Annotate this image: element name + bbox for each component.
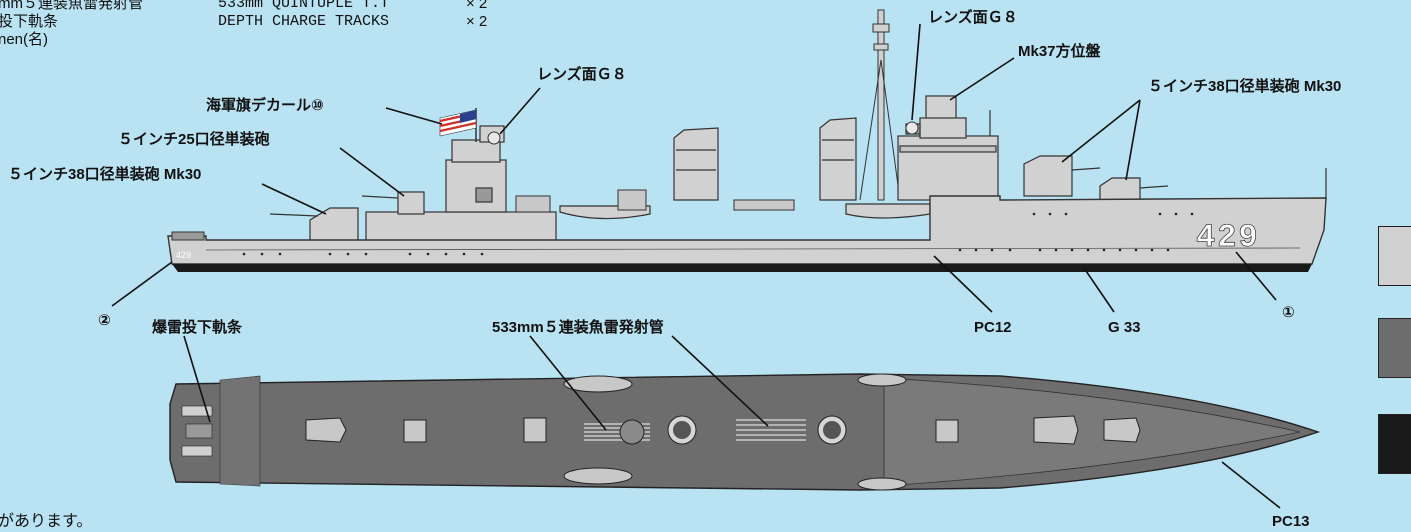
hull-number: 429: [1196, 219, 1260, 256]
us-flag-icon: [439, 108, 477, 142]
label-torpedo: 533mm５連装魚雷発射管: [492, 319, 664, 336]
torpedo-tubes-fwd: [736, 419, 806, 441]
stern-rack: [171, 231, 205, 241]
gun-aft-25cal: [361, 191, 425, 215]
lens-g8-aft: [487, 131, 501, 145]
label-flag-decal: 海軍旗デカール⑩: [206, 97, 324, 114]
gun-top-4: [1033, 415, 1079, 445]
label-depth-charge: 爆雷投下軌条: [152, 319, 243, 336]
label-gun38-right: ５インチ38口径単装砲 Mk30: [1148, 78, 1342, 95]
label-gun25: ５インチ25口径単装砲: [118, 131, 270, 148]
boat-bottom-right: [857, 477, 907, 491]
gun-top-2: [403, 419, 427, 443]
side-profile: [167, 9, 1327, 272]
gun-aft-mk30: [269, 207, 359, 243]
label-callout-2: ②: [98, 312, 111, 329]
swatch-light-gray: [1378, 226, 1411, 286]
spec-depth-charge-name: DEPTH CHARGE TRACKS: [218, 13, 390, 30]
swatch-black: [1378, 414, 1411, 474]
torpedo-mount-fwd: [733, 199, 795, 211]
label-mk37: Mk37方位盤: [1018, 43, 1101, 60]
portholes: [242, 212, 1194, 256]
boot-topping: [172, 264, 1312, 272]
boat-bottom-left: [563, 467, 633, 485]
stern-hull-number: 429: [176, 250, 191, 260]
depth-charge-racks-top: [181, 405, 213, 457]
motorboat: [845, 203, 931, 219]
searchlight-platform: [617, 189, 647, 211]
label-lens-top: レンズ面Ｇ８: [928, 9, 1018, 26]
funnel-aft: [673, 127, 719, 201]
spec-left-line-2: 投下軌条: [0, 13, 59, 30]
spec-torpedo-name: 533mm QUINTUPLE T.T: [218, 0, 390, 12]
gun-top-1: [305, 417, 347, 443]
torpedo-mount-aft: [515, 195, 551, 213]
gun-fwd-mk30-1: [1023, 155, 1101, 197]
spec-left-line-3: nen(名): [0, 31, 49, 48]
spec-left-line-1: mm５連装魚雷発射管: [0, 0, 143, 12]
label-g33: G 33: [1108, 319, 1141, 336]
aft-deckhouse: [365, 125, 557, 243]
label-pc13: PC13: [1272, 513, 1310, 530]
spec-depth-charge-qty: × 2: [466, 13, 488, 30]
bridge-director-top: [935, 419, 959, 443]
label-lens-mid: レンズ面Ｇ８: [537, 66, 627, 83]
lens-g8-bridge: [905, 121, 919, 135]
boat-top-left: [563, 375, 633, 393]
main-mast: [859, 9, 901, 201]
funnel-fwd: [819, 117, 857, 201]
torpedo-mount-aft-top: [619, 419, 645, 445]
leader-lines: [111, 23, 1281, 509]
gun-top-3: [523, 417, 547, 443]
hull-belt-line: [205, 247, 1301, 251]
swatch-dark-gray: [1378, 318, 1411, 378]
label-pc12: PC12: [974, 319, 1012, 336]
spec-torpedo-qty: × 2: [466, 0, 488, 12]
gun-top-5: [1103, 417, 1141, 443]
footer-note: があります。: [0, 513, 93, 530]
boat-top-right: [857, 373, 907, 387]
top-view: [169, 373, 1321, 491]
label-gun38-left: ５インチ38口径単装砲 Mk30: [8, 166, 202, 183]
label-callout-1: ①: [1282, 304, 1295, 321]
